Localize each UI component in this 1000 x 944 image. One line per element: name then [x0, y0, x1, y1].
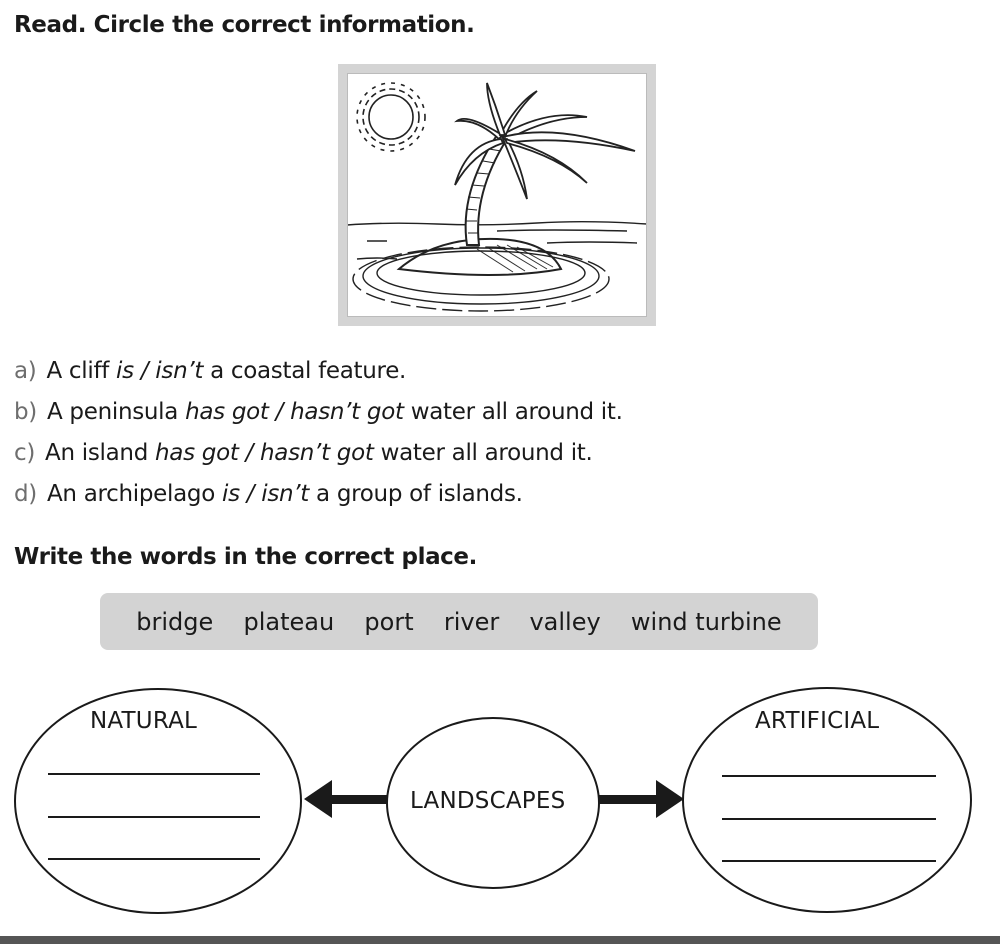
statement-a: a) A cliff is / isn’t a coastal feature.	[14, 355, 623, 396]
word-bank-item[interactable]: valley	[529, 607, 601, 636]
artificial-answer-line[interactable]	[722, 860, 936, 862]
statement-text: An island	[45, 440, 155, 466]
statement-b: b) A peninsula has got / hasn’t got water…	[14, 396, 623, 437]
natural-answer-line[interactable]	[48, 773, 260, 775]
word-bank-item[interactable]: plateau	[243, 607, 335, 636]
instruction-heading-read: Read. Circle the correct information.	[14, 12, 475, 38]
word-bank: bridge plateau port river valley wind tu…	[100, 593, 818, 650]
natural-label: NATURAL	[90, 708, 198, 734]
statement-letter: d)	[14, 481, 37, 507]
page-bottom-edge	[0, 936, 1000, 944]
instruction-heading-write: Write the words in the correct place.	[14, 544, 477, 570]
artificial-answer-line[interactable]	[722, 775, 936, 777]
natural-ellipse	[14, 688, 302, 914]
landscapes-label: LANDSCAPES	[410, 788, 566, 814]
statement-options[interactable]: has got / hasn’t got	[155, 440, 374, 466]
statement-letter: b)	[14, 399, 37, 425]
statement-options[interactable]: is / isn’t	[116, 358, 204, 384]
statement-c: c) An island has got / hasn’t got water a…	[14, 437, 623, 478]
statement-letter: a)	[14, 358, 37, 384]
statement-options[interactable]: is / isn’t	[221, 481, 310, 507]
statement-list: a)A cliff is / isn’t a coastal feature. …	[14, 355, 623, 519]
artificial-label: ARTIFICIAL	[755, 708, 880, 734]
island-with-palm-tree-icon	[347, 73, 647, 317]
left-arrow-icon	[304, 780, 388, 818]
island-picture	[338, 64, 656, 326]
statement-text: A peninsula	[46, 399, 186, 425]
artificial-answer-line[interactable]	[722, 818, 936, 820]
statement-text: a coastal feature.	[203, 358, 407, 384]
artificial-ellipse	[682, 687, 972, 913]
statement-text: a group of islands.	[309, 481, 523, 507]
statement-text: water all around it.	[403, 399, 623, 425]
natural-answer-line[interactable]	[48, 858, 260, 860]
statement-text: A cliff	[46, 358, 117, 384]
statement-d: d) An archipelago is / isn’t a group of i…	[14, 478, 623, 519]
word-bank-item[interactable]: bridge	[136, 607, 214, 636]
word-bank-item[interactable]: river	[443, 607, 500, 636]
statement-options[interactable]: has got / hasn’t got	[185, 399, 404, 425]
word-bank-item[interactable]: wind turbine	[630, 607, 782, 636]
word-bank-item[interactable]: port	[364, 607, 414, 636]
right-arrow-icon	[598, 780, 684, 818]
natural-answer-line[interactable]	[48, 816, 260, 818]
statement-text: water all around it.	[373, 440, 593, 466]
statement-text: An archipelago	[46, 481, 222, 507]
landscapes-ellipse	[386, 717, 600, 889]
statement-letter: c)	[14, 440, 36, 466]
